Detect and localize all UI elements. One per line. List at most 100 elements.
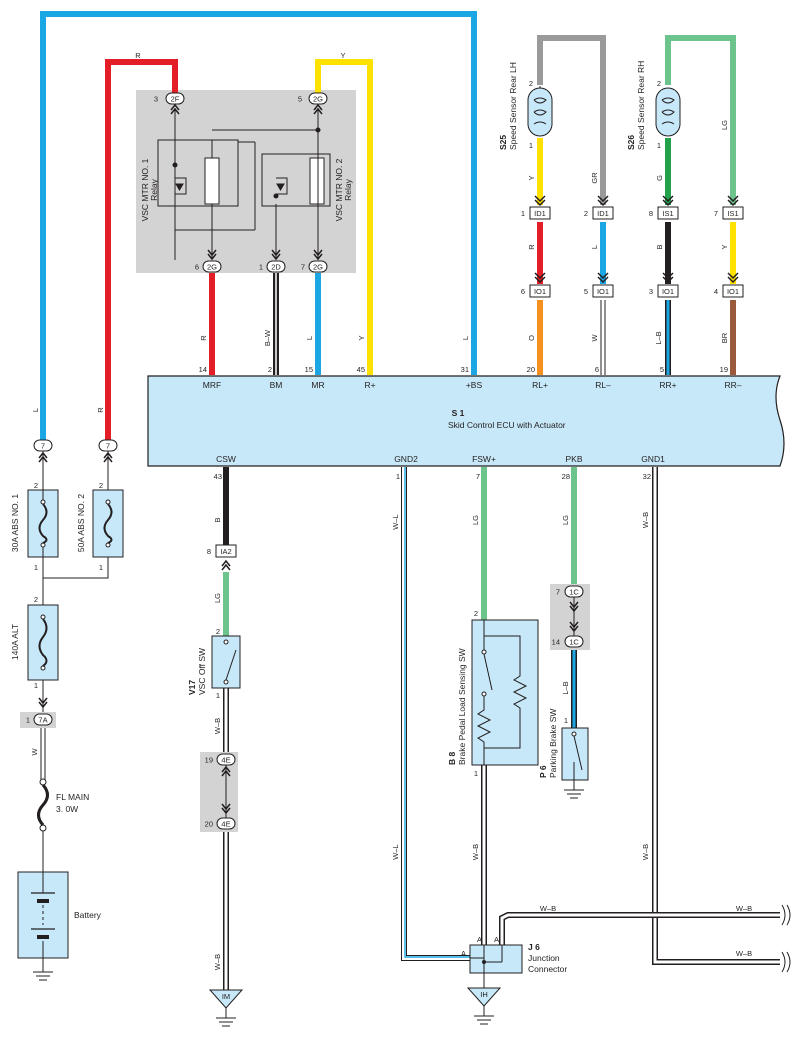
svg-text:IO1: IO1 — [534, 287, 546, 296]
relay1-type: Relay — [149, 178, 159, 200]
label-fsw-wire: LG — [471, 515, 480, 525]
label-bm-wire: B–W — [263, 329, 272, 346]
pin-num-rl-plus: 20 — [527, 365, 535, 374]
sensor-lh-name: Speed Sensor Rear LH — [508, 62, 518, 150]
vsc-off-pin2: 2 — [216, 627, 220, 636]
fuse-alt-pin1: 1 — [34, 681, 38, 690]
label-pkb-wire: LG — [561, 515, 570, 525]
pin-name-r: R+ — [364, 380, 375, 390]
sensor-rh-code: S26 — [626, 135, 636, 150]
fuse2-pin2: 2 — [99, 481, 103, 490]
svg-text:2G: 2G — [313, 95, 323, 104]
fuse-abs-1 — [27, 489, 59, 558]
svg-text:5: 5 — [298, 95, 302, 104]
relay-connector-2d: 2D 1 — [259, 249, 286, 273]
svg-text:IO1: IO1 — [662, 287, 674, 296]
vsc-off-pin1: 1 — [216, 691, 220, 700]
label-bs-wire: L — [461, 336, 470, 340]
wire-gnd1-wb — [652, 467, 780, 965]
label-gnd1-wire: W–B — [641, 512, 650, 528]
pin-num-gnd1: 32 — [643, 472, 651, 481]
ecu-name: Skid Control ECU with Actuator — [448, 420, 566, 430]
junction-line2: Connector — [528, 964, 567, 974]
label-wire-lh-y: Y — [527, 175, 536, 180]
relay-connector-2f: 2F 3 — [154, 92, 185, 115]
label-vsc-wb-1: W–B — [213, 718, 222, 734]
svg-text:1: 1 — [259, 263, 263, 272]
svg-text:8: 8 — [649, 209, 653, 218]
brake-pin1: 1 — [474, 769, 478, 778]
pin-name-mrf: MRF — [203, 380, 221, 390]
ecu-code: S 1 — [452, 408, 465, 418]
fuse-abs-1-label: 30A ABS NO. 1 — [10, 494, 20, 552]
svg-text:7: 7 — [301, 263, 305, 272]
label-r-wire: Y — [357, 335, 366, 340]
sensor-lh-pin-top: 2 — [529, 79, 533, 88]
label-vsc-wb-2: W–B — [213, 954, 222, 970]
svg-text:7: 7 — [41, 442, 45, 451]
parking-brake-switch — [561, 727, 589, 799]
connector-ia2: IA2 8 — [207, 544, 237, 571]
wire-r-yellow — [315, 59, 373, 375]
svg-text:3: 3 — [154, 95, 158, 104]
speed-sensor-lh — [527, 86, 553, 137]
wire-bs-blue — [40, 11, 477, 445]
fl-main-label: FL MAIN — [56, 792, 89, 802]
svg-text:20: 20 — [205, 820, 213, 829]
svg-text:IH: IH — [480, 990, 488, 999]
label-rl-minus-wire: W — [590, 334, 599, 342]
svg-text:1: 1 — [26, 716, 30, 725]
label-wire-rh-g: G — [655, 175, 664, 181]
pin-num-gnd2: 1 — [396, 472, 400, 481]
svg-text:4E: 4E — [221, 820, 230, 829]
label-gnd2-wl-lower: W–L — [391, 844, 400, 859]
pin-name-pkb: PKB — [565, 454, 582, 464]
svg-text:7: 7 — [714, 209, 718, 218]
label-wire-r-top: R — [135, 51, 141, 60]
connector-id1-1: ID1 1 — [521, 195, 551, 220]
svg-text:IA2: IA2 — [220, 547, 231, 556]
svg-text:1: 1 — [521, 209, 525, 218]
label-rr-plus-wire: L–B — [654, 331, 663, 344]
label-jc-wb-3: W–B — [736, 949, 752, 958]
relay-1 — [157, 108, 256, 260]
svg-text:7A: 7A — [38, 716, 47, 725]
svg-text:1C: 1C — [569, 588, 579, 597]
junction-line1: Junction — [528, 953, 560, 963]
svg-text:3: 3 — [649, 287, 653, 296]
relay-2 — [212, 108, 331, 260]
label-wire-r: R — [527, 244, 536, 250]
label-wire-y-top: Y — [340, 51, 345, 60]
label-gnd1-wb-lower: W–B — [641, 844, 650, 860]
connector-7-left: 7 — [33, 439, 53, 463]
label-rr-minus-wire: BR — [720, 332, 729, 343]
pin-name-rr-minus: RR– — [724, 380, 741, 390]
pin-name-csw: CSW — [216, 454, 236, 464]
label-jc-wb-1: W–B — [540, 904, 556, 913]
svg-text:6: 6 — [195, 263, 199, 272]
junction-code: J 6 — [528, 942, 540, 952]
pin-name-bm: BM — [270, 380, 283, 390]
label-csw-wire: B — [213, 517, 222, 522]
svg-text:IO1: IO1 — [597, 287, 609, 296]
pin-name-gnd1: GND1 — [641, 454, 665, 464]
label-wire-r-left: R — [96, 407, 105, 413]
label-wire-rh-lg: LG — [720, 120, 729, 130]
pin-name-rl-plus: RL+ — [532, 380, 548, 390]
fuse-abs-2 — [92, 489, 124, 558]
sensor-lh-pin-bottom: 1 — [529, 141, 533, 150]
connector-7-right: 7 — [98, 439, 118, 463]
sensor-rh-pin-bottom: 1 — [657, 141, 661, 150]
svg-text:ID1: ID1 — [597, 209, 609, 218]
label-gnd2-wire: W–L — [391, 514, 400, 529]
connector-id1-2: ID1 2 — [584, 195, 614, 220]
label-wire-w: W — [30, 748, 39, 756]
connector-4e: 4E 19 4E 20 — [200, 752, 238, 832]
label-pkb-lb: L–B — [561, 681, 570, 694]
parking-code: P 6 — [538, 765, 548, 778]
fuse-alt — [27, 604, 59, 681]
label-brake-wb: W–B — [471, 844, 480, 860]
label-wire-y: Y — [720, 244, 729, 249]
relay-connector-2g-7: 2G 7 — [301, 249, 328, 273]
